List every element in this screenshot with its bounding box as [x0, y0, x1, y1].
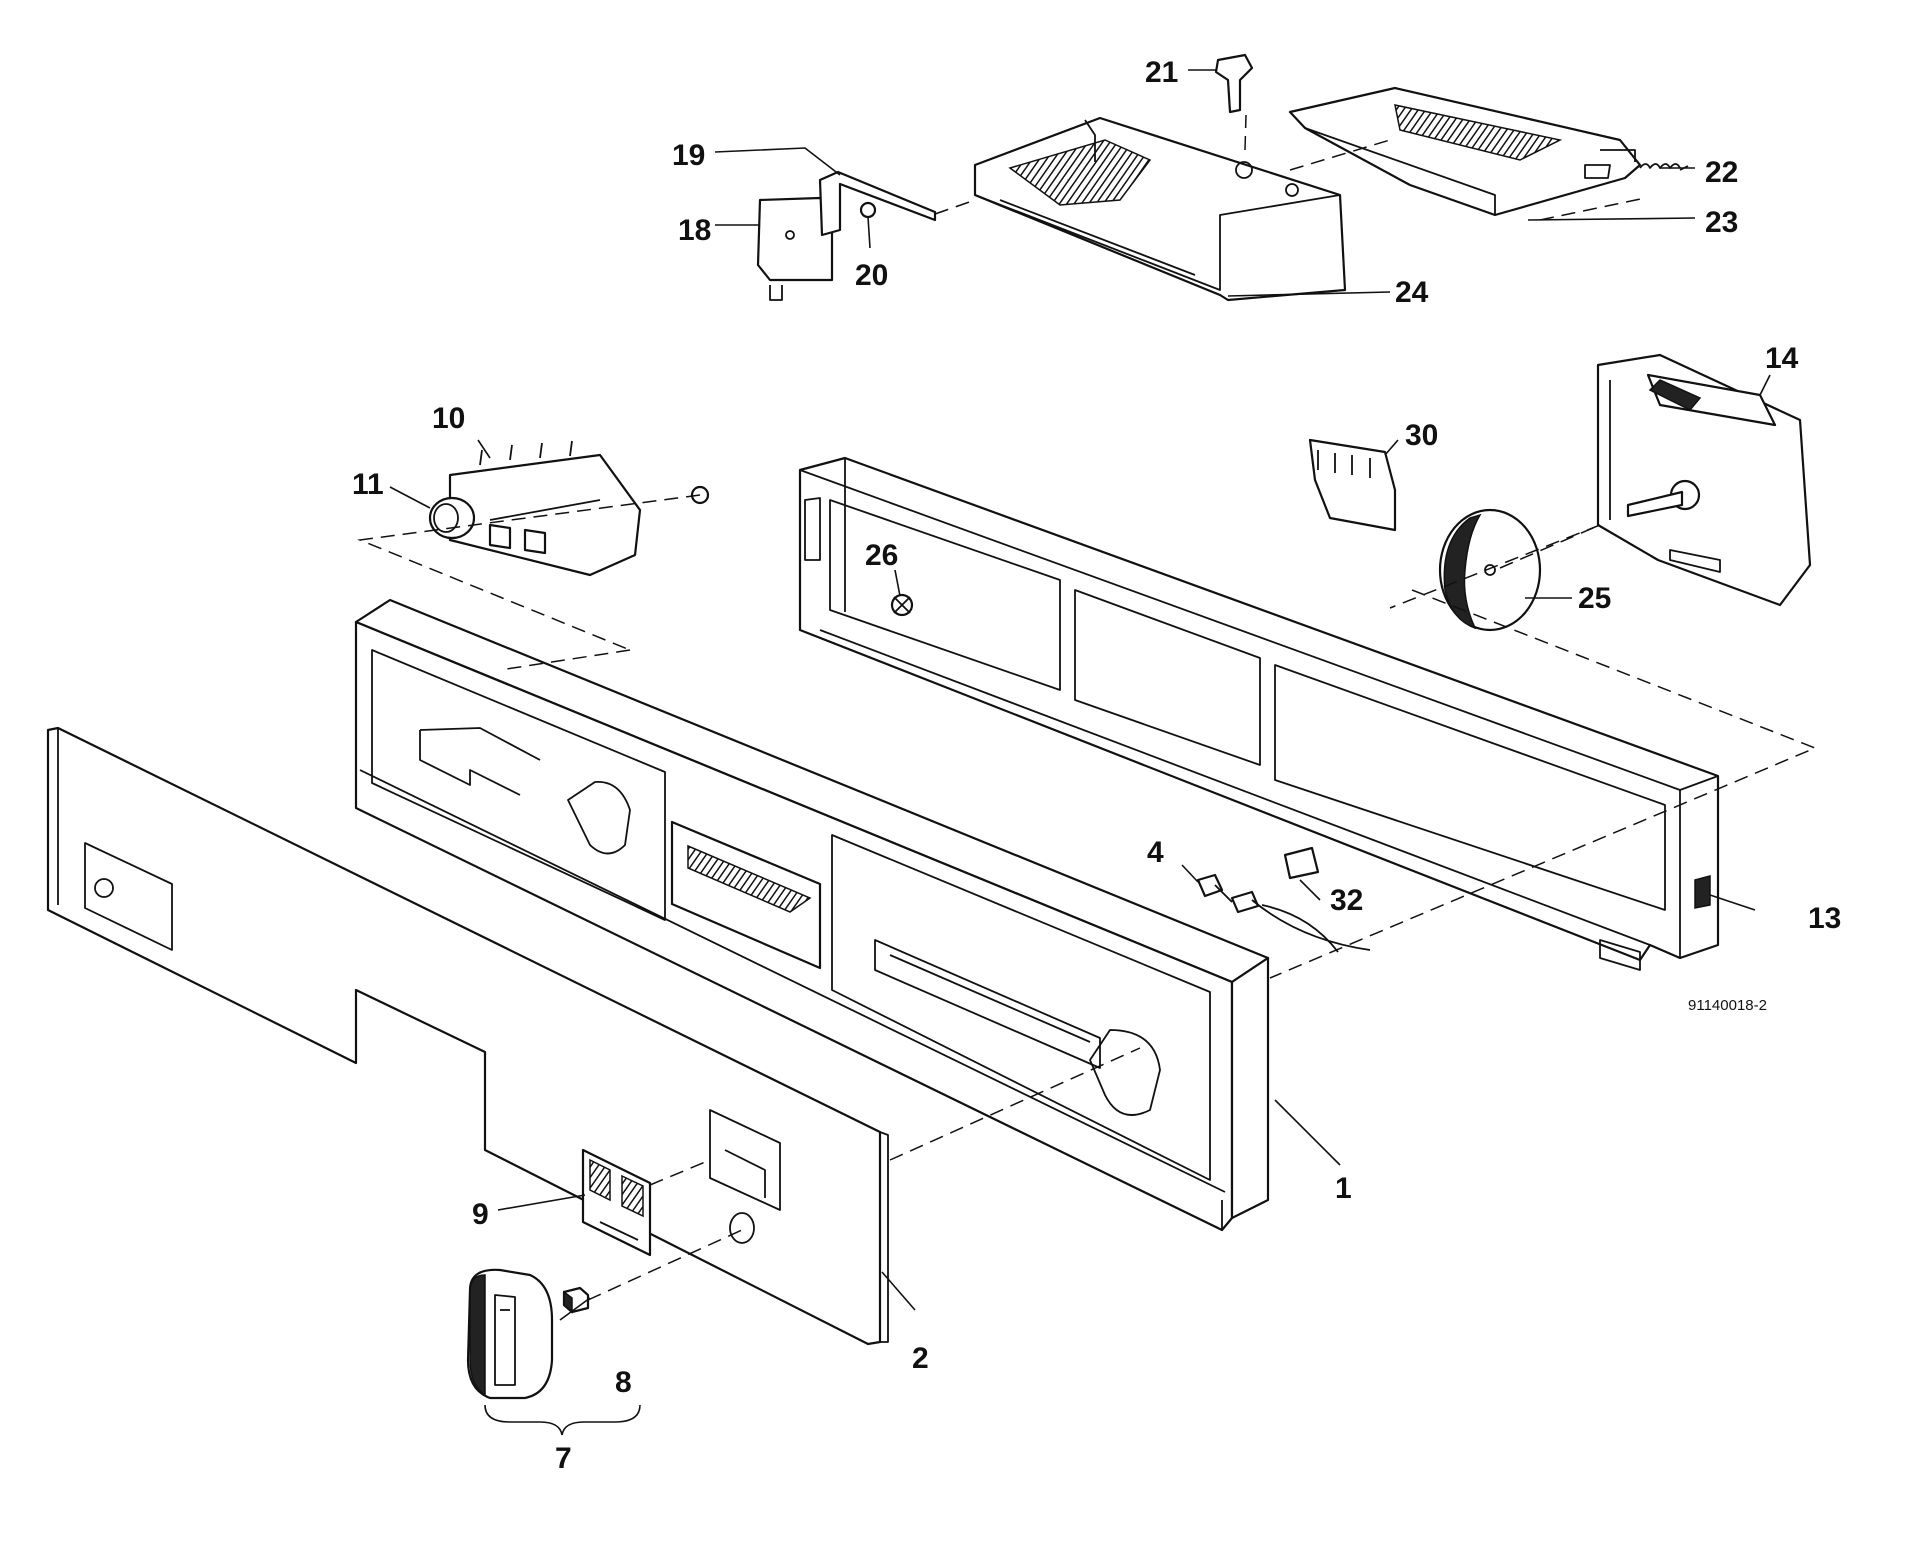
callout-22: 22 [1705, 156, 1738, 189]
part-26-clip [890, 593, 914, 617]
part-2-front-panel [46, 726, 889, 1346]
part-10-switch-block [448, 440, 642, 577]
part-24-dispenser-housing [973, 116, 1347, 302]
callout-9: 9 [472, 1198, 489, 1231]
part-9-indicator-lens [581, 1148, 652, 1257]
part-4-connector [1196, 873, 1371, 951]
part-22-spring [1639, 163, 1689, 171]
callout-2: 2 [912, 1342, 929, 1375]
drawing-code: 91140018-2 [1688, 997, 1767, 1014]
part-1-main-housing [354, 598, 1270, 1232]
assembly-lines [357, 114, 1817, 1301]
callout-18: 18 [678, 214, 711, 247]
callout-7: 7 [555, 1442, 572, 1475]
callout-24: 24 [1395, 276, 1429, 309]
callout-13: 13 [1808, 902, 1841, 935]
part-11-push-button [428, 496, 476, 540]
callout-21: 21 [1145, 56, 1178, 89]
part-30-connector-block [1308, 438, 1397, 532]
callout-8: 8 [615, 1366, 632, 1399]
callout-4: 4 [1147, 836, 1164, 869]
callout-14: 14 [1765, 342, 1799, 375]
callout-25: 25 [1578, 582, 1611, 615]
part-7-control-knob [466, 1268, 554, 1400]
part-14-timer [1596, 353, 1812, 607]
callout-30: 30 [1405, 419, 1438, 452]
part-20-washer [859, 201, 877, 219]
part-23-lid [1288, 86, 1642, 217]
part-21-cap [1214, 53, 1254, 114]
part-8-knob-insert [562, 1286, 590, 1314]
callout-26: 26 [865, 539, 898, 572]
callout-11: 11 [352, 468, 384, 501]
callout-20: 20 [855, 259, 888, 292]
callout-10: 10 [432, 402, 465, 435]
callout-32: 32 [1330, 884, 1363, 917]
callout-labels: 1 2 4 7 8 9 10 11 13 14 18 19 20 21 22 2… [352, 56, 1841, 1475]
callout-1: 1 [1335, 1172, 1352, 1205]
part-13-rear-frame [798, 456, 1720, 971]
callout-19: 19 [672, 139, 705, 172]
part-32-lamp-holder [1261, 846, 1339, 953]
part-19-lever-pin [818, 170, 937, 237]
part-25-timer-dial [1438, 508, 1542, 632]
callout-23: 23 [1705, 206, 1738, 239]
leader-lines [389, 69, 1771, 1436]
